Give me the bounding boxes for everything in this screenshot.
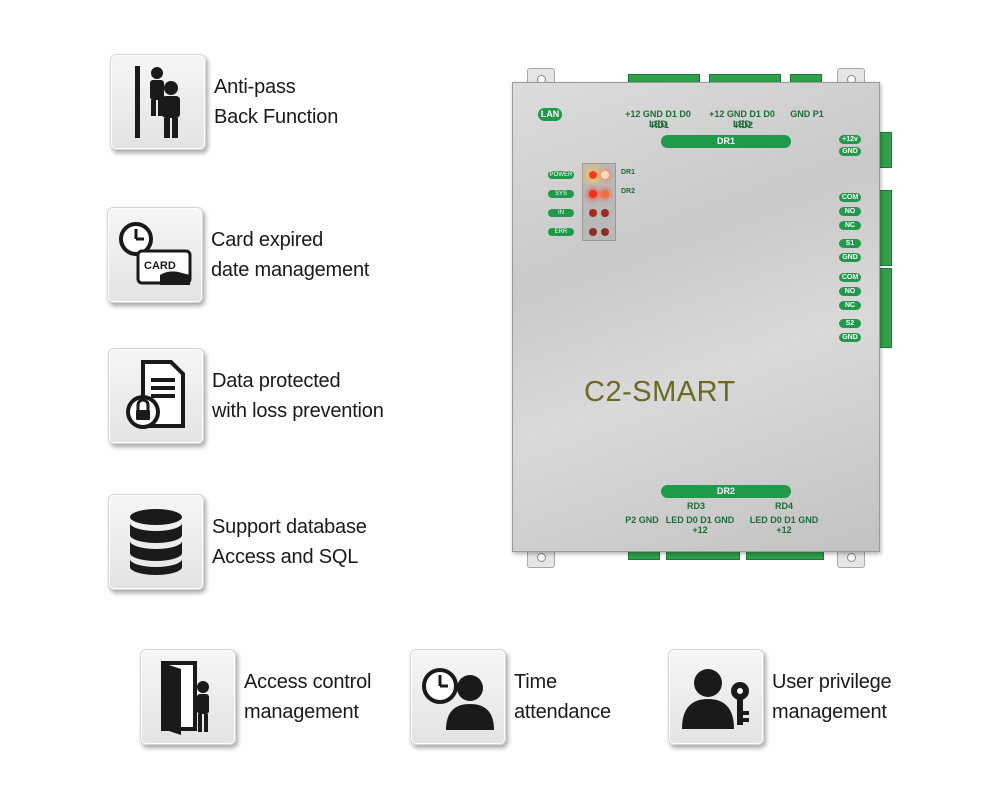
led-label-dr1: DR1 (620, 169, 635, 176)
sys-led (589, 190, 597, 198)
product-name: C2-SMART (584, 376, 736, 408)
lan-port-label: LAN (538, 108, 562, 121)
rd1-label: RD1 (650, 120, 669, 130)
dr2-label: DR2 (661, 485, 791, 498)
power-plus-label: +12v (839, 135, 861, 144)
relay-gnd-2: GND (839, 333, 861, 342)
data-lock-icon (108, 348, 204, 444)
database-icon (108, 494, 204, 590)
door-person-icon (140, 649, 236, 745)
top-pins-right: GND P1 (790, 109, 824, 119)
power-led (589, 171, 597, 179)
in-led (589, 209, 597, 217)
bottom-pins-mid: LED D0 D1 GND +12 (665, 515, 735, 535)
dr2-led (601, 190, 609, 198)
relay-s1: S1 (839, 239, 861, 248)
terminal-block (878, 132, 892, 168)
card-expiry-icon: CARD (107, 207, 203, 303)
led-label-err: ERR (548, 228, 574, 236)
rd2-label: RD2 (734, 120, 753, 130)
relay-gnd-1: GND (839, 253, 861, 262)
led-label-sys: SYS (548, 190, 574, 198)
bottom-pins-right: LED D0 D1 GND +12 (749, 515, 819, 535)
led-label-dr2: DR2 (620, 188, 635, 195)
err-led-2 (601, 228, 609, 236)
controller-board: LAN +12 GND D1 D0 LED RD1 +12 GND D1 D0 … (512, 82, 880, 552)
terminal-block (878, 190, 892, 266)
top-pins-mid: +12 GND D1 D0 LED (709, 109, 775, 129)
dr1-led (601, 171, 609, 179)
relay-no-1: NO (839, 207, 861, 216)
user-key-icon (668, 649, 764, 745)
relay-no-2: NO (839, 287, 861, 296)
power-gnd-label: GND (839, 147, 861, 156)
bottom-pins-left: P2 GND (625, 515, 659, 525)
dr1-label: DR1 (661, 135, 791, 148)
relay-com-2: COM (839, 273, 861, 282)
led-label-in: IN (548, 209, 574, 217)
rd4-label: RD4 (774, 501, 793, 511)
clock-person-icon (410, 649, 506, 745)
relay-nc-2: NC (839, 301, 861, 310)
led-label-power: POWER (548, 171, 574, 179)
relay-nc-1: NC (839, 221, 861, 230)
in-led-2 (601, 209, 609, 217)
top-pins-left: +12 GND D1 D0 LED (625, 109, 691, 129)
terminal-block (878, 268, 892, 348)
err-led (589, 228, 597, 236)
svg-text:CARD: CARD (144, 260, 176, 272)
rd3-label: RD3 (686, 501, 705, 511)
anti-passback-icon (110, 54, 206, 150)
led-panel (582, 163, 616, 241)
relay-s2: S2 (839, 319, 861, 328)
relay-com-1: COM (839, 193, 861, 202)
